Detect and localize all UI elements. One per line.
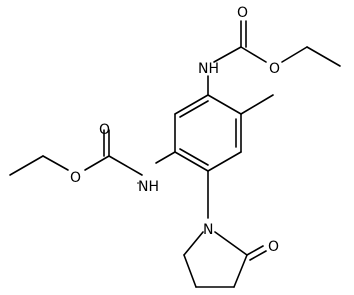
bond <box>174 94 209 115</box>
bond <box>249 250 267 261</box>
bond <box>9 155 44 176</box>
bond <box>214 231 248 256</box>
bond <box>179 100 209 118</box>
top-carbamate <box>207 20 341 96</box>
bond <box>233 254 248 288</box>
bond <box>240 46 267 63</box>
label-o-top-ester: O <box>269 61 280 77</box>
methyl-bond <box>240 94 274 115</box>
left-carbamate <box>9 129 176 184</box>
benzene-ring <box>174 94 242 172</box>
bond <box>246 245 264 256</box>
bond <box>84 155 110 171</box>
bond <box>183 254 197 288</box>
bond <box>306 46 341 67</box>
bond <box>42 155 69 171</box>
bond <box>174 151 209 172</box>
bond <box>213 46 242 63</box>
bond <box>179 148 209 166</box>
label-nh-left: NH <box>138 179 159 195</box>
label-n-ring: N <box>203 222 213 238</box>
label-o-left-ester: O <box>70 170 81 186</box>
bond <box>281 46 308 63</box>
label-nh-top: NH <box>198 61 219 77</box>
bond <box>207 151 242 172</box>
bond <box>155 151 176 164</box>
label-o-left-carbonyl: O <box>99 122 110 138</box>
pyrrolidinone-ring <box>183 170 267 288</box>
bond <box>207 94 242 115</box>
bond <box>183 231 204 256</box>
bond <box>108 155 143 176</box>
label-o-top-carbonyl: O <box>237 5 248 21</box>
label-o-ring: O <box>268 239 279 255</box>
